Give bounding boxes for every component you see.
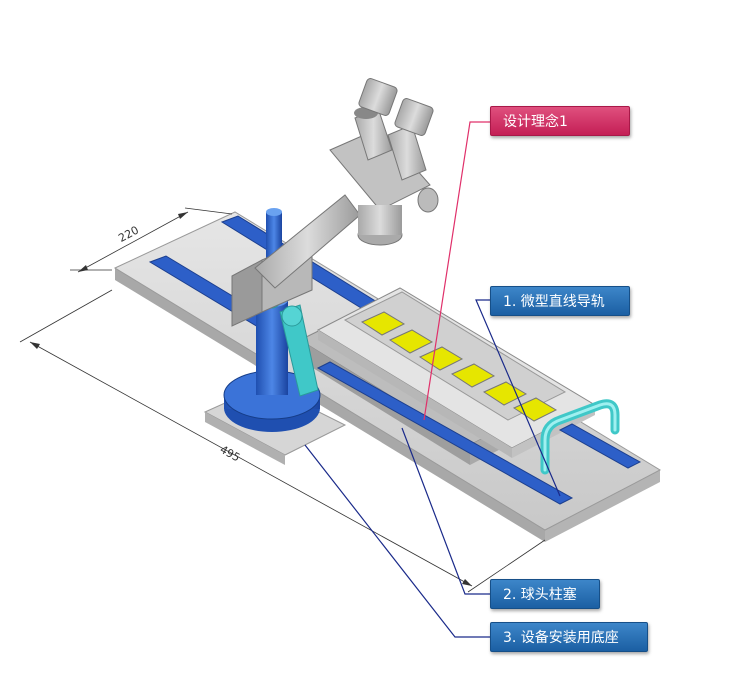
design-concept-label: 设计理念1 xyxy=(490,106,630,136)
microscope xyxy=(231,78,439,327)
yellow-pads xyxy=(360,311,558,422)
item1-label: 1. 微型直线导轨 xyxy=(490,286,630,316)
item2-label: 2. 球头柱塞 xyxy=(490,579,600,609)
width-dimension-label: 220 xyxy=(116,224,141,245)
leader-design-concept xyxy=(423,121,490,421)
micro-linear-guide xyxy=(316,361,642,505)
leader-item3 xyxy=(304,444,490,638)
length-dimension-label: 495 xyxy=(218,443,243,465)
item3-label: 3. 设备安装用底座 xyxy=(490,622,648,652)
leader-item2 xyxy=(401,427,490,595)
cyan-bracket xyxy=(540,399,620,475)
leader-item1 xyxy=(475,299,561,497)
